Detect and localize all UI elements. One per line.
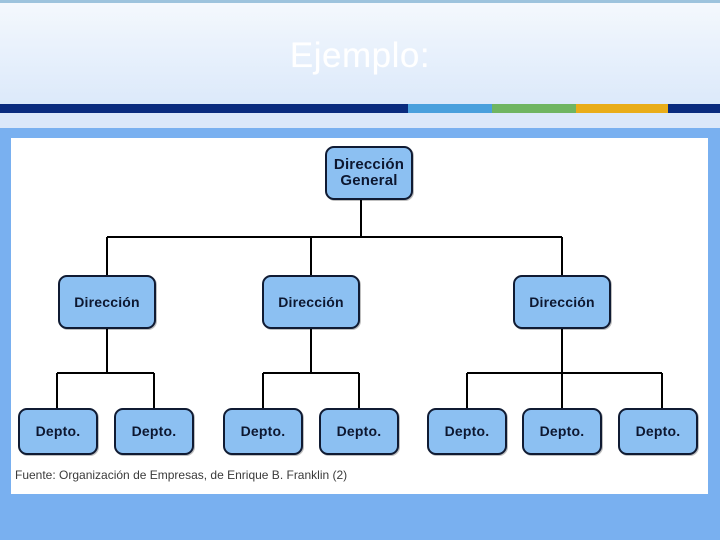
org-node-label: Dirección (278, 293, 344, 310)
org-node-label: Depto. (35, 423, 81, 440)
org-chart-connectors (55, 200, 664, 408)
org-node-label: Depto. (240, 423, 286, 440)
org-node-label: Depto. (444, 423, 490, 440)
accent-rule-navy-right (668, 104, 720, 113)
org-chart-panel: Dirección General Dirección Dirección Di… (11, 138, 708, 494)
accent-rule-green (492, 104, 576, 113)
org-node-label: Depto. (635, 423, 681, 440)
org-node-label: Dirección (529, 293, 595, 310)
org-node-label: Dirección General (334, 157, 404, 189)
org-node-depto-3[interactable]: Depto. (223, 408, 303, 455)
org-node-direccion-2[interactable]: Dirección (262, 275, 360, 329)
header-band (0, 3, 720, 104)
org-node-label: Depto. (539, 423, 585, 440)
org-node-label-line2: General (340, 172, 398, 189)
accent-rule-navy-left (0, 104, 408, 113)
org-node-label: Depto. (131, 423, 177, 440)
org-node-label: Depto. (336, 423, 382, 440)
org-node-depto-4[interactable]: Depto. (319, 408, 399, 455)
org-node-depto-1[interactable]: Depto. (18, 408, 98, 455)
org-node-depto-5[interactable]: Depto. (427, 408, 507, 455)
source-caption: Fuente: Organización de Empresas, de Enr… (15, 468, 348, 482)
top-hairline (0, 0, 720, 3)
accent-rule-blue (408, 104, 492, 113)
org-node-depto-2[interactable]: Depto. (114, 408, 194, 455)
org-node-label: Dirección (74, 293, 140, 310)
org-node-direccion-1[interactable]: Dirección (58, 275, 156, 329)
org-node-depto-7[interactable]: Depto. (618, 408, 698, 455)
header-underbar (0, 113, 720, 128)
org-node-direccion-general[interactable]: Dirección General (325, 146, 413, 200)
org-node-direccion-3[interactable]: Dirección (513, 275, 611, 329)
org-node-depto-6[interactable]: Depto. (522, 408, 602, 455)
org-node-label-line1: Dirección (333, 156, 405, 174)
page-title: Ejemplo: (289, 36, 431, 75)
accent-rule-orange (576, 104, 668, 113)
